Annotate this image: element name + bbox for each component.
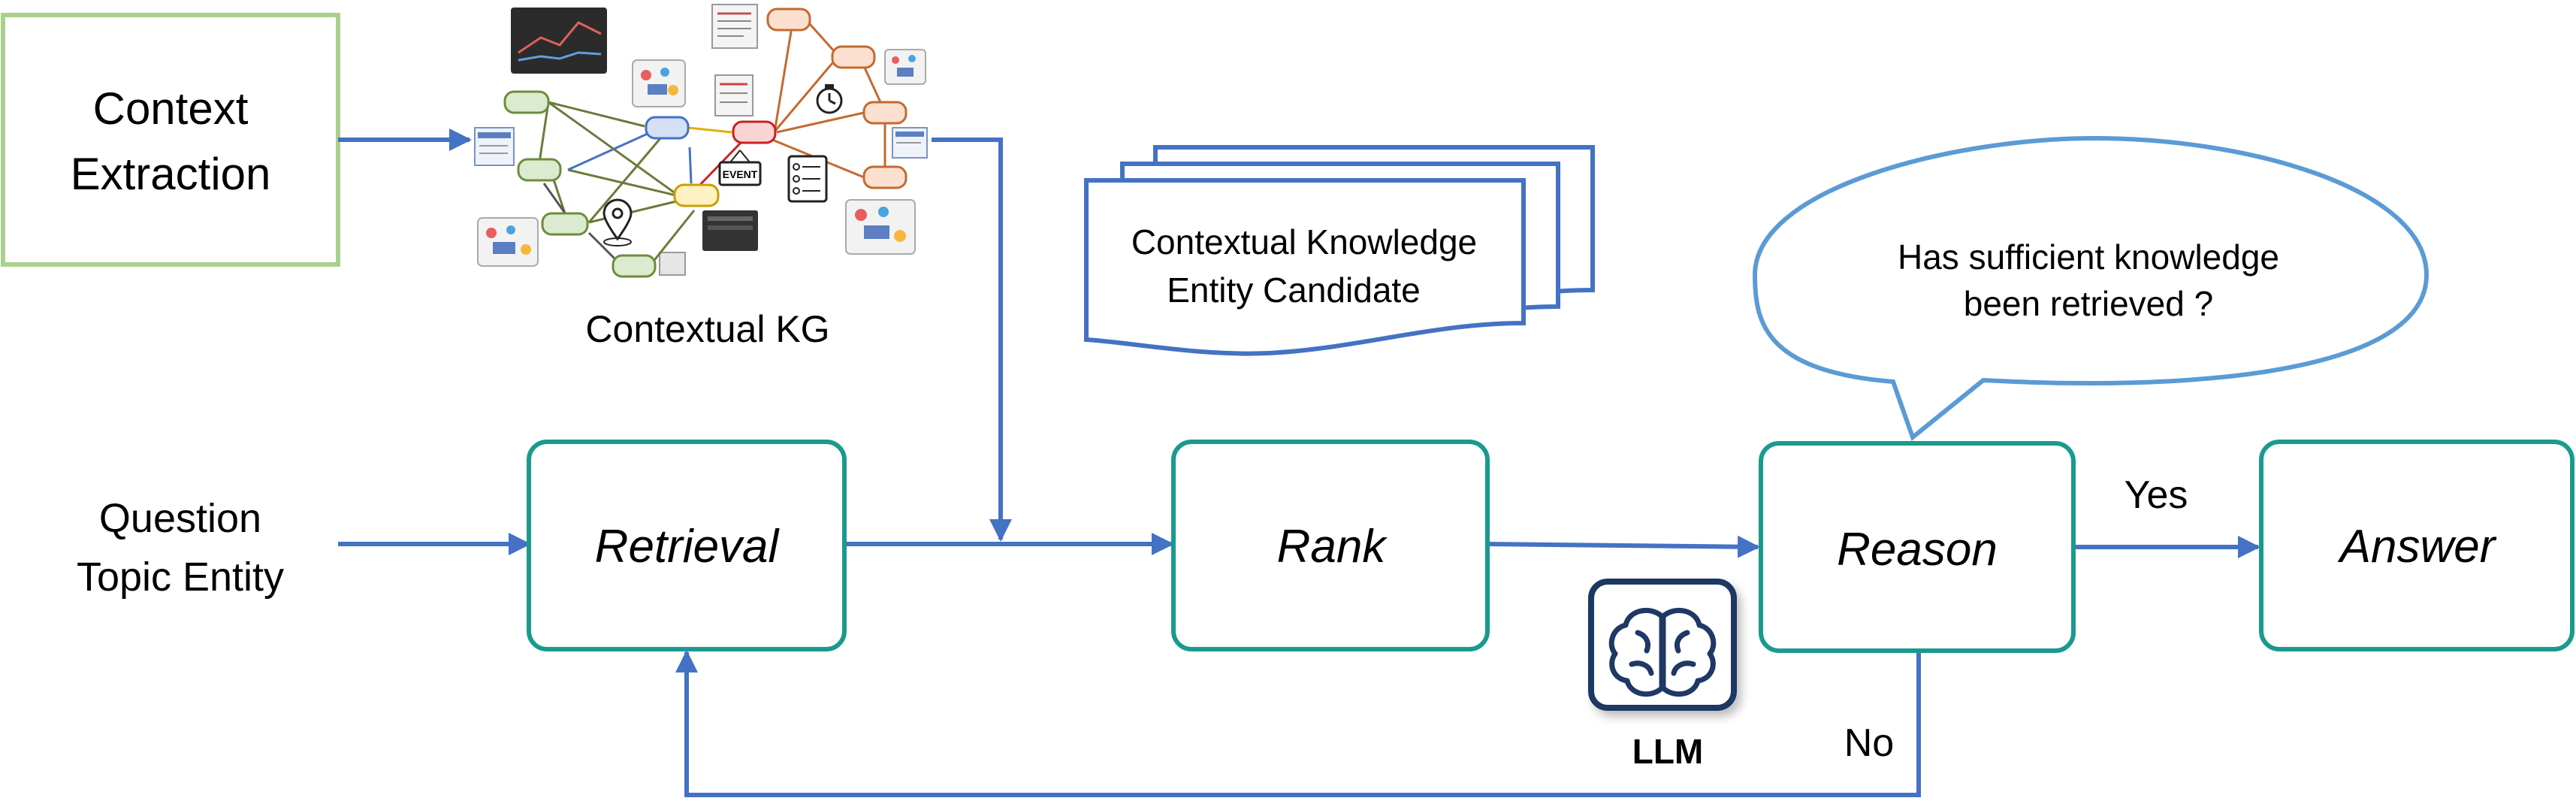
- answer-label: Answer: [2337, 521, 2497, 573]
- event-tag-label: EVENT: [723, 168, 758, 180]
- arrow-kg-to-flow: [932, 138, 1012, 542]
- kg-thumbnail-colorful2: [477, 217, 539, 267]
- location-pin-icon: [602, 198, 633, 246]
- answer-box: Answer: [2259, 440, 2574, 651]
- kg-node: [862, 101, 907, 125]
- thought-line2: been retrieved ?: [1964, 284, 2213, 323]
- checklist-icon: [787, 155, 828, 203]
- retrieval-box: Retrieval: [527, 440, 847, 651]
- context-extraction-box: Context Extraction: [1, 13, 340, 267]
- kg-node: [541, 212, 589, 236]
- contextual-kg-graph: EVENT: [474, 4, 928, 278]
- kg-node: [673, 183, 720, 207]
- kg-thumbnail-doc1: [711, 4, 758, 49]
- retrieval-label: Retrieval: [595, 521, 781, 573]
- kg-thumbnail-doc2: [714, 74, 753, 116]
- kg-thumbnail-colorful4: [884, 49, 926, 85]
- rank-label: Rank: [1277, 521, 1388, 573]
- no-label: No: [1844, 721, 1894, 765]
- doc-stack-line1: Contextual Knowledge: [1131, 222, 1477, 261]
- kg-thumbnail-chart: [511, 8, 607, 74]
- yes-label: Yes: [2125, 473, 2188, 517]
- thought-line1: Has sufficient knowledge: [1898, 237, 2279, 277]
- doc-stack-line2: Entity Candidate: [1167, 271, 1421, 310]
- input-line1: Question: [99, 496, 261, 541]
- kg-thumbnail-colorful3: [845, 199, 916, 255]
- event-tag-icon: EVENT: [718, 150, 762, 186]
- kg-thumbnail-web1: [474, 127, 515, 166]
- llm-badge: LLM: [1588, 579, 1737, 771]
- kg-node: [517, 158, 562, 182]
- stopwatch-icon: [816, 84, 843, 114]
- llm-label: LLM: [1632, 732, 1704, 771]
- kg-node: [503, 90, 550, 114]
- kg-caption: Contextual KG: [585, 308, 829, 350]
- kg-thumbnail-web2: [892, 127, 928, 159]
- kg-node: [732, 120, 777, 144]
- kg-node: [645, 116, 690, 140]
- document-stack: Contextual Knowledge Entity Candidate: [1084, 145, 1595, 356]
- rank-box: Rank: [1171, 440, 1490, 651]
- kg-thumbnail-dark: [702, 210, 758, 251]
- brain-icon: [1608, 607, 1717, 697]
- kg-node: [831, 45, 876, 69]
- kg-thumbnail-colorful1: [632, 59, 686, 107]
- arrow-reason-back-to-retrieval: [675, 650, 1921, 797]
- reason-label: Reason: [1837, 524, 1998, 576]
- kg-node: [612, 254, 657, 278]
- thought-bubble: Has sufficient knowledge been retrieved …: [1752, 135, 2430, 442]
- input-line2: Topic Entity: [77, 555, 284, 600]
- context-extraction-line2: Extraction: [71, 149, 271, 199]
- arrow-rank-to-reason: [1487, 535, 1760, 558]
- reason-box: Reason: [1759, 441, 2076, 653]
- kg-node: [766, 8, 811, 32]
- kg-node: [862, 165, 907, 189]
- context-extraction-line1: Context: [93, 83, 249, 134]
- kg-thumbnail-small: [659, 252, 686, 276]
